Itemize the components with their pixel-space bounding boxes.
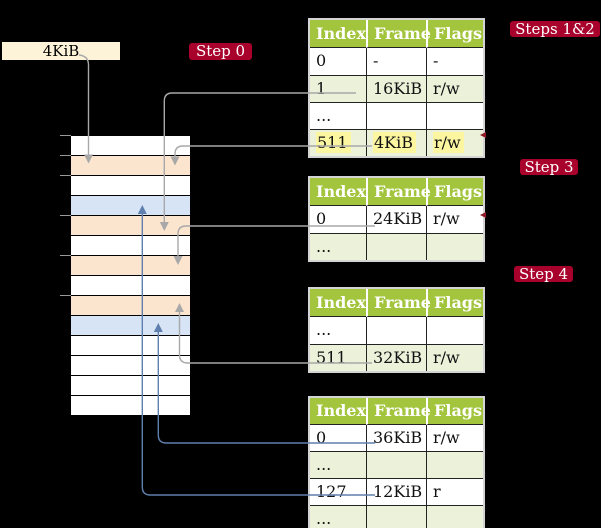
memory-frame-row-white	[71, 376, 190, 396]
table-cell: r/w	[426, 128, 483, 156]
memory-frame-row-white	[71, 356, 190, 376]
table-cell: 32KiB	[366, 343, 426, 371]
memory-frame-row-white	[71, 136, 190, 156]
table-cell: 24KiB	[366, 206, 426, 233]
memory-frame-row-white	[71, 396, 190, 416]
column-header: Frame	[366, 289, 431, 317]
table-cell	[366, 451, 426, 478]
column-header: Flags	[426, 178, 483, 206]
table-cell: 0	[316, 428, 327, 447]
table-cell: ...	[310, 505, 366, 528]
physical-memory-column	[71, 136, 190, 416]
step-0-label: Step 0	[189, 43, 252, 60]
step-3-label: Step 3	[520, 159, 578, 175]
memory-frame-row-white	[71, 176, 190, 196]
column-header: Index	[310, 178, 366, 206]
table-cell: 511	[310, 128, 366, 156]
table-cell: 0	[316, 51, 327, 71]
memory-tick	[60, 155, 71, 156]
table-cell: ...	[316, 320, 332, 340]
table-row: ...	[310, 505, 483, 528]
table-cell	[366, 505, 426, 528]
table-cell	[366, 317, 426, 344]
highlighted-value: 4KiB	[373, 131, 417, 153]
table-row: ...	[310, 101, 483, 129]
table-cell: -	[366, 48, 426, 75]
table-cell	[366, 232, 426, 260]
memory-frame-row-peach	[71, 216, 190, 236]
table-cell: ...	[310, 232, 366, 260]
table-cell: 4KiB	[366, 128, 426, 156]
table-row: 511 4KiB r/w	[310, 128, 483, 156]
column-header: Index	[310, 289, 366, 317]
column-header: Flags	[426, 289, 483, 317]
memory-tick	[60, 175, 71, 176]
table-cell: ...	[310, 451, 366, 478]
table-cell: 511	[310, 343, 366, 371]
table-row: ...	[310, 232, 483, 260]
step-4-label: Step 4	[514, 266, 573, 282]
steps-1-and-2-label: Steps 1&2	[510, 21, 600, 37]
memory-tick	[60, 215, 71, 216]
table-cell: 16KiB	[366, 74, 426, 102]
table-cell	[426, 451, 483, 478]
memory-frame-row-white	[71, 236, 190, 256]
table-cell: 127	[310, 478, 366, 505]
table-cell	[426, 505, 483, 528]
table-cell	[426, 317, 483, 344]
column-header: Frame	[366, 20, 431, 48]
table-cell: 0	[316, 209, 327, 229]
root-table-address-box: 4KiB	[2, 42, 120, 60]
table-row: ...	[310, 317, 483, 344]
column-header: Flags	[426, 398, 483, 425]
table-cell: r	[426, 478, 483, 505]
memory-frame-row-white	[71, 276, 190, 296]
table-cell: 1	[310, 74, 366, 102]
table-row: 0 --	[310, 48, 483, 75]
table-cell: r/w	[426, 206, 483, 233]
table-cell	[366, 101, 426, 129]
table-cell	[426, 232, 483, 260]
column-header: Index	[310, 20, 366, 48]
column-header: Frame	[366, 398, 431, 425]
table-row: ...	[310, 451, 483, 478]
memory-frame-row-peach	[71, 256, 190, 276]
memory-frame-row-peach	[71, 156, 190, 176]
table-cell	[426, 101, 483, 129]
table-cell: 12KiB	[366, 478, 426, 505]
table-cell: -	[426, 48, 483, 75]
memory-tick	[60, 255, 71, 256]
table-cell: 36KiB	[366, 425, 426, 451]
memory-frame-row-white	[71, 336, 190, 356]
table-cell: r/w	[426, 343, 483, 371]
table-cell: ...	[310, 101, 366, 129]
memory-frame-row-blue	[71, 196, 190, 216]
memory-tick	[60, 295, 71, 296]
column-header: Index	[310, 398, 366, 425]
table-cell: r/w	[426, 425, 483, 451]
memory-frame-row-peach	[71, 296, 190, 316]
column-header: Flags	[426, 20, 483, 48]
memory-frame-row-blue	[71, 316, 190, 336]
highlighted-value: r/w	[433, 131, 464, 153]
table-cell: r/w	[426, 74, 483, 102]
highlighted-value: 511	[316, 131, 351, 153]
column-header: Frame	[366, 178, 431, 206]
memory-tick	[60, 135, 71, 136]
